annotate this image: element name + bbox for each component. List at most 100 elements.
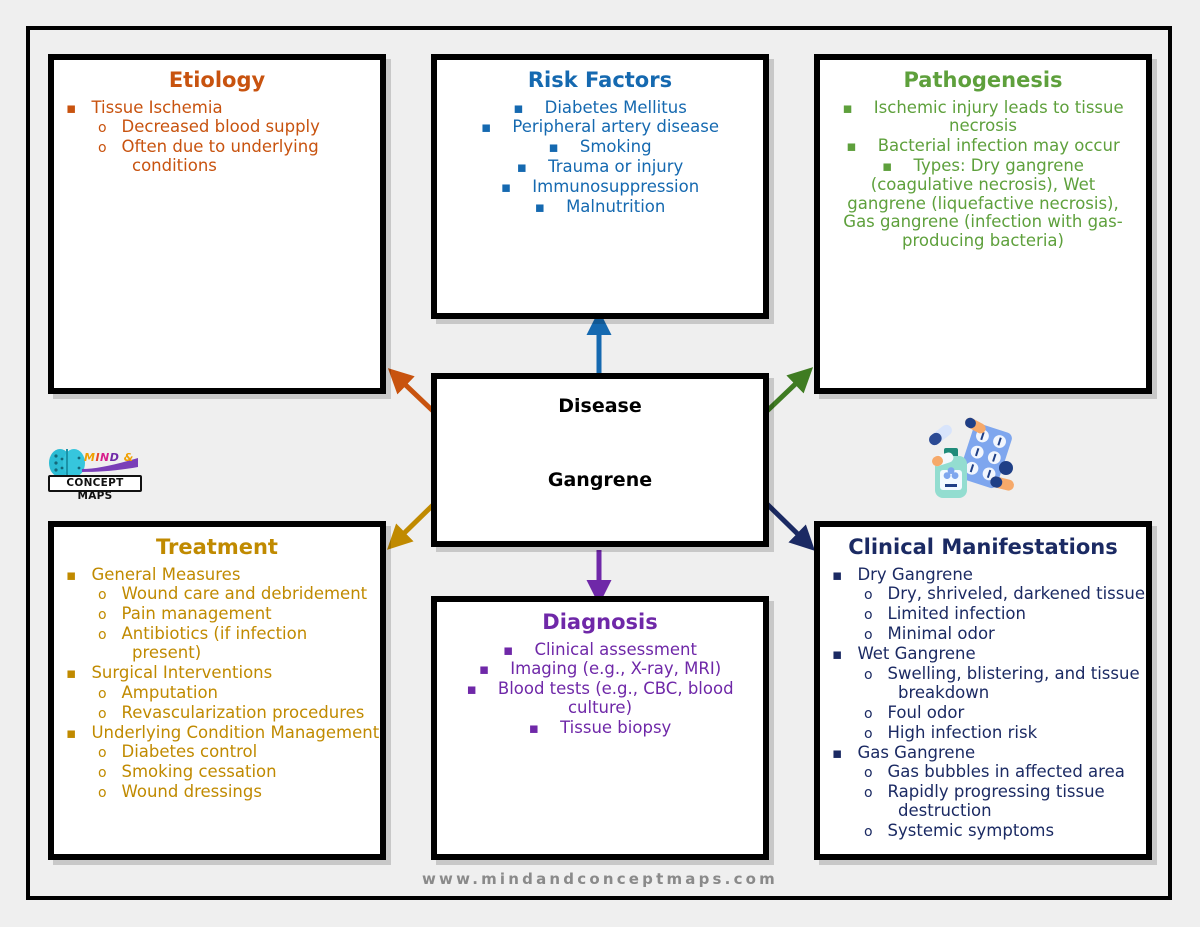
sub-bullet-icon: o — [864, 607, 878, 624]
list-item-text: Tissue Ischemia — [91, 97, 223, 117]
disease-label: Disease — [558, 395, 642, 417]
list-item: o Decreased blood supply — [54, 117, 380, 137]
list-item-text: Wound care and debridement — [121, 584, 368, 604]
bullet-icon: ▪ — [832, 645, 847, 664]
list-item: o Often due to underlying conditions — [54, 137, 380, 176]
list-item-text: Pain management — [121, 604, 272, 624]
list-item-text: Dry, shriveled, darkened tissue — [887, 584, 1145, 604]
list-item: o Gas bubbles in affected area — [820, 763, 1146, 782]
bullet-icon: ▪ — [466, 680, 482, 699]
box-list-risk-factors: ▪ Diabetes Mellitus▪ Peripheral artery d… — [437, 97, 763, 217]
list-item-text: Imaging (e.g., X-ray, MRI) — [510, 659, 722, 679]
concept-box-risk-factors[interactable]: Risk Factors ▪ Diabetes Mellitus▪ Periph… — [431, 54, 769, 319]
list-item: o Wound dressings — [54, 782, 380, 802]
sub-bullet-icon: o — [864, 587, 878, 604]
box-list-pathogenesis: ▪ Ischemic injury leads to tissue necros… — [820, 97, 1146, 251]
mind-and-concept-maps-logo[interactable]: MIND & CONCEPT MAPS — [48, 447, 142, 502]
bullet-icon: ▪ — [513, 98, 529, 117]
box-title-pathogenesis: Pathogenesis — [903, 68, 1063, 92]
list-item-text: Antibiotics (if infection present) — [121, 624, 308, 663]
list-item: o Pain management — [54, 604, 380, 624]
bullet-icon: ▪ — [516, 157, 532, 176]
list-item: o Diabetes control — [54, 743, 380, 762]
list-item-text: Immunosuppression — [532, 176, 700, 196]
list-item: o Foul odor — [820, 702, 1146, 723]
list-item: ▪ Gas Gangrene — [820, 742, 1146, 763]
concept-box-diagnosis[interactable]: Diagnosis ▪ Clinical assessment▪ Imaging… — [431, 596, 769, 860]
list-item-text: Tissue biopsy — [560, 717, 672, 737]
list-item: ▪ Immunosuppression — [437, 176, 763, 197]
list-item-text: Often due to underlying conditions — [121, 137, 319, 176]
bullet-icon: ▪ — [66, 98, 81, 117]
list-item: o Minimal odor — [820, 624, 1146, 644]
list-item: o Revascularization procedures — [54, 702, 380, 723]
footer-url: www.mindandconceptmaps.com — [421, 870, 779, 888]
list-item-text: Swelling, blistering, and tissue breakdo… — [887, 663, 1140, 702]
list-item: ▪ General Measures — [54, 565, 380, 585]
list-item-text: Diabetes Mellitus — [544, 97, 687, 117]
list-item-text: Clinical assessment — [534, 639, 697, 659]
list-item: ▪ Tissue Ischemia — [54, 97, 380, 118]
sub-bullet-icon: o — [98, 120, 112, 137]
list-item: ▪ Imaging (e.g., X-ray, MRI) — [437, 659, 763, 679]
sub-bullet-icon: o — [864, 765, 878, 782]
list-item: o Antibiotics (if infection present) — [54, 624, 380, 663]
list-item-text: Gas bubbles in affected area — [887, 762, 1125, 782]
list-item-text: Underlying Condition Management — [91, 722, 380, 742]
list-item: o Wound care and debridement — [54, 584, 380, 604]
logo-swoosh-icon — [82, 458, 138, 472]
sub-bullet-icon: o — [864, 785, 878, 802]
list-item: o Limited infection — [820, 604, 1146, 624]
sub-bullet-icon: o — [864, 705, 878, 722]
list-item-text: Surgical Interventions — [91, 662, 273, 682]
sub-bullet-icon: o — [98, 607, 112, 624]
list-item-text: Types: Dry gangrene (coagulative necrosi… — [843, 155, 1123, 251]
bullet-icon: ▪ — [528, 718, 544, 737]
bullet-icon: ▪ — [832, 565, 847, 584]
list-item: ▪ Blood tests (e.g., CBC, blood culture) — [437, 679, 763, 718]
brain-icon — [49, 449, 85, 477]
concept-box-disease-center[interactable]: Disease Gangrene — [431, 373, 769, 547]
bullet-icon: ▪ — [882, 156, 897, 175]
list-item: ▪ Trauma or injury — [437, 157, 763, 177]
sub-bullet-icon: o — [864, 666, 878, 683]
list-item-text: High infection risk — [887, 722, 1038, 742]
list-item-text: Revascularization procedures — [121, 702, 365, 722]
sub-bullet-icon: o — [98, 745, 112, 762]
sub-bullet-icon: o — [864, 824, 878, 841]
list-item: o High infection risk — [820, 722, 1146, 743]
bullet-icon: ▪ — [832, 743, 847, 762]
logo-wordmark: MIND & — [84, 451, 134, 464]
sub-bullet-icon: o — [98, 765, 112, 782]
list-item: o Swelling, blistering, and tissue break… — [820, 663, 1146, 703]
list-item-text: Diabetes control — [121, 742, 258, 762]
sub-bullet-icon: o — [98, 785, 112, 802]
list-item: ▪ Types: Dry gangrene (coagulative necro… — [820, 155, 1146, 251]
list-item: ▪ Tissue biopsy — [437, 717, 763, 738]
list-item-text: Rapidly progressing tissue destruction — [887, 782, 1105, 821]
box-title-diagnosis: Diagnosis — [542, 610, 658, 634]
box-title-etiology: Etiology — [168, 68, 266, 92]
list-item: o Smoking cessation — [54, 763, 380, 782]
list-item-text: Wet Gangrene — [857, 644, 976, 664]
list-item-text: Gas Gangrene — [857, 742, 976, 762]
list-item-text: Dry Gangrene — [857, 564, 973, 584]
list-item: o Dry, shriveled, darkened tissue — [820, 584, 1146, 604]
list-item: ▪ Smoking — [437, 137, 763, 157]
list-item-text: Smoking cessation — [121, 762, 277, 782]
bullet-icon: ▪ — [478, 660, 494, 679]
list-item-text: Decreased blood supply — [121, 117, 320, 137]
list-item-text: Blood tests (e.g., CBC, blood culture) — [497, 679, 734, 717]
list-item-text: Wound dressings — [121, 782, 262, 802]
list-item-text: Ischemic injury leads to tissue necrosis — [873, 97, 1124, 136]
concept-box-pathogenesis[interactable]: Pathogenesis ▪ Ischemic injury leads to … — [814, 54, 1152, 394]
list-item: ▪ Surgical Interventions — [54, 662, 380, 683]
box-list-diagnosis: ▪ Clinical assessment▪ Imaging (e.g., X-… — [437, 639, 763, 738]
sub-bullet-icon: o — [98, 587, 112, 604]
list-item-text: Foul odor — [887, 702, 965, 722]
sub-bullet-icon: o — [864, 725, 878, 742]
